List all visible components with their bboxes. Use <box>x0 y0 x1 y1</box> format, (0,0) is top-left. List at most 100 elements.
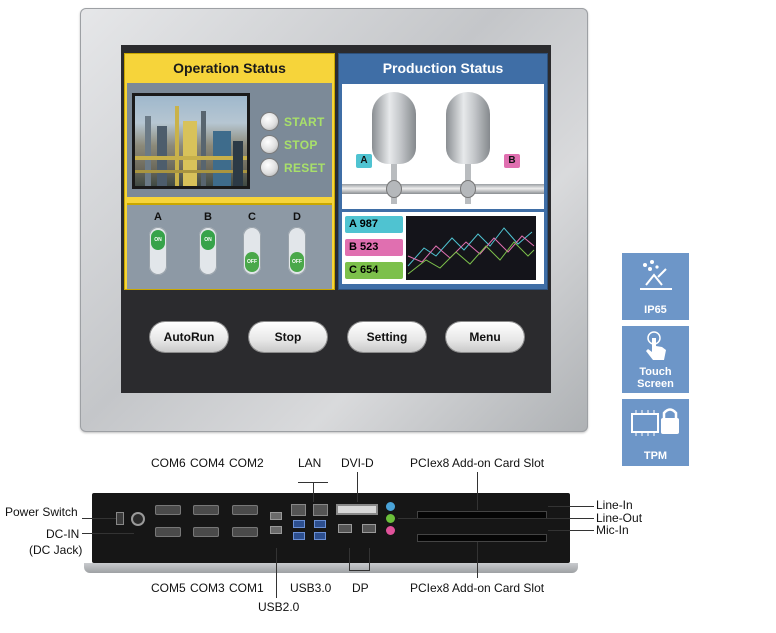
switch-b-label: B <box>204 211 212 223</box>
label-line-out: Line-Out <box>596 511 643 525</box>
trend-chart <box>406 216 536 280</box>
touch-screen-badge: Touch Screen <box>622 326 689 393</box>
plant-photo <box>135 96 247 186</box>
tank-b-tag: B <box>504 154 520 168</box>
dp-port-1 <box>338 524 352 533</box>
switch-b-state: ON <box>201 230 215 250</box>
ip65-badge: IP65 <box>622 253 689 320</box>
start-label: START <box>284 115 325 129</box>
pcie-slot-bottom <box>418 535 546 541</box>
lan-port-1 <box>291 504 306 516</box>
dp-leader-2 <box>369 548 370 570</box>
counter-c: C 654 <box>345 262 403 279</box>
power-leader <box>82 518 116 519</box>
main-pipe <box>342 184 544 194</box>
com6-port <box>155 505 181 515</box>
switch-c-state: OFF <box>245 252 259 272</box>
counter-b: B 523 <box>345 239 403 256</box>
usb2-leader <box>276 548 277 598</box>
usb3-port-1 <box>293 520 305 528</box>
ip65-label: IP65 <box>644 304 667 316</box>
stop-label: STOP <box>284 138 318 152</box>
label-usb2: USB2.0 <box>258 600 300 614</box>
com2-port <box>232 505 258 515</box>
dp-bracket <box>349 570 370 571</box>
com3-port <box>193 527 219 537</box>
lan-leader <box>313 482 314 502</box>
operation-status-title: Operation Status <box>173 60 286 76</box>
usb3-port-3 <box>293 532 305 540</box>
lan-port-2 <box>313 504 328 516</box>
refinery-illustration <box>135 106 247 186</box>
label-com2: COM2 <box>229 456 264 470</box>
toggle-switch-c[interactable]: OFF <box>243 227 261 275</box>
tpm-label: TPM <box>643 450 668 462</box>
toggle-switch-a[interactable]: ON <box>149 227 167 275</box>
label-dc-jack: (DC Jack) <box>29 543 83 557</box>
lan-bracket <box>298 482 328 483</box>
label-com5: COM5 <box>151 581 186 595</box>
line-out-jack <box>386 514 395 523</box>
label-pcie-top: PCIex8 Add-on Card Slot <box>410 456 545 470</box>
setting-button[interactable]: Setting <box>348 322 426 352</box>
mic-in-leader <box>548 530 594 531</box>
counter-area: A 987 B 523 C 654 <box>342 212 544 284</box>
tank-b <box>446 92 490 164</box>
switch-panel: A B C D ON ON OFF OFF <box>127 203 332 289</box>
switch-a-state: ON <box>151 230 165 250</box>
autorun-button[interactable]: AutoRun <box>150 322 228 352</box>
dp-leader-1 <box>349 548 350 570</box>
pcie-bottom-leader <box>477 542 478 578</box>
tank-a-tag: A <box>356 154 372 168</box>
dp-port-2 <box>362 524 376 533</box>
reset-label: RESET <box>284 161 326 175</box>
line-in-jack <box>386 502 395 511</box>
valve-b <box>460 180 476 198</box>
production-status-title: Production Status <box>382 60 504 76</box>
label-mic-in: Mic-In <box>596 523 629 537</box>
switch-d-label: D <box>293 211 301 223</box>
switch-d-state: OFF <box>290 252 304 272</box>
toggle-switch-b[interactable]: ON <box>199 227 217 275</box>
menu-button[interactable]: Menu <box>446 322 524 352</box>
label-line-in: Line-In <box>596 498 633 512</box>
usb2-port-2 <box>270 526 282 534</box>
label-lan: LAN <box>298 456 322 470</box>
rear-chassis-edge <box>84 563 578 573</box>
pcie-top-leader <box>477 472 478 510</box>
trend-lines <box>407 227 535 275</box>
dvi-d-port <box>336 504 378 515</box>
com4-port <box>193 505 219 515</box>
switch-a-label: A <box>154 211 162 223</box>
start-button[interactable] <box>261 113 278 130</box>
switch-c-label: C <box>248 211 256 223</box>
touch-hand-icon <box>646 331 666 360</box>
line-in-leader <box>548 506 594 507</box>
stop-button[interactable]: Stop <box>249 322 327 352</box>
plant-camera-view <box>132 93 250 189</box>
tank-view: A B <box>342 84 544 209</box>
power-switch-port <box>116 512 124 525</box>
label-com6: COM6 <box>151 456 186 470</box>
line-out-leader <box>398 518 594 519</box>
label-dp: DP <box>352 581 369 595</box>
label-com3: COM3 <box>190 581 225 595</box>
stop-control-button[interactable] <box>261 136 278 153</box>
tpm-badge: TPM <box>622 399 689 466</box>
dcin-leader <box>82 533 134 534</box>
label-dvi-d: DVI-D <box>341 456 374 470</box>
label-dc-in: DC-IN <box>46 527 80 541</box>
label-power-switch: Power Switch <box>5 505 78 519</box>
tank-a <box>372 92 416 164</box>
toggle-switch-d[interactable]: OFF <box>288 227 306 275</box>
reset-button[interactable] <box>261 159 278 176</box>
label-com1: COM1 <box>229 581 264 595</box>
chip-lock-icon <box>631 408 679 436</box>
pcie-slot-top <box>418 512 546 518</box>
counter-a: A 987 <box>345 216 403 233</box>
com1-port <box>232 527 258 537</box>
label-usb3: USB3.0 <box>290 581 332 595</box>
dc-jack-port <box>133 514 143 524</box>
production-status-panel: Production Status A B A 987 B 523 C 654 <box>338 53 548 290</box>
usb3-port-4 <box>314 532 326 540</box>
